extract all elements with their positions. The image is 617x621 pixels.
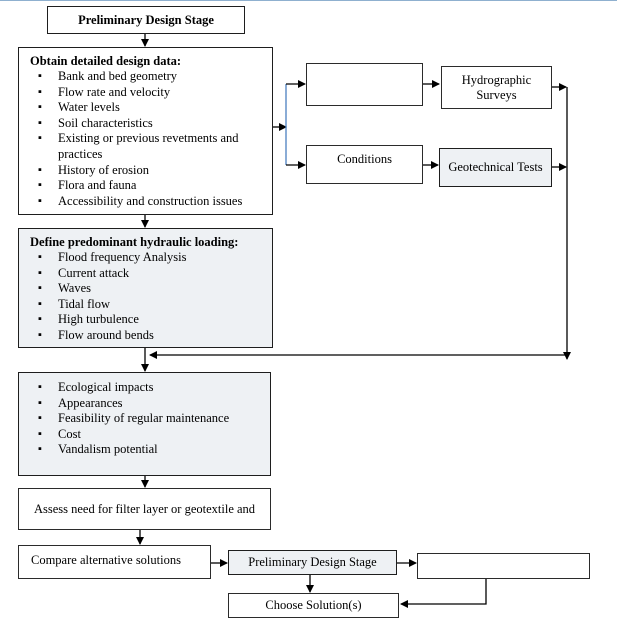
geotechnical-tests-label: Geotechnical Tests xyxy=(448,160,543,174)
hydraulic-item: Flood frequency Analysis xyxy=(30,250,266,266)
top-border xyxy=(0,0,617,1)
consideration-item: Appearances xyxy=(30,396,264,412)
hydrographic-surveys-box: Hydrographic Surveys xyxy=(441,66,552,109)
considerations-list: Ecological impacts Appearances Feasibili… xyxy=(30,380,264,458)
conditions-label: Conditions xyxy=(337,152,392,166)
consideration-item: Ecological impacts xyxy=(30,380,264,396)
hydraulic-item: Current attack xyxy=(30,266,266,282)
filter-layer-box: Assess need for filter layer or geotexti… xyxy=(18,488,271,530)
choose-solutions-box: Choose Solution(s) xyxy=(228,593,399,618)
design-data-item: Accessibility and construction issues xyxy=(30,194,266,210)
hydraulic-item: Waves xyxy=(30,281,266,297)
choose-solutions-label: Choose Solution(s) xyxy=(265,598,362,612)
hydraulic-loading-box: Define predominant hydraulic loading: Fl… xyxy=(18,228,273,348)
preliminary-design-stage-box-2: Preliminary Design Stage xyxy=(228,550,397,575)
considerations-box: Ecological impacts Appearances Feasibili… xyxy=(18,372,271,476)
empty-box xyxy=(306,63,423,106)
design-data-item: History of erosion xyxy=(30,163,266,179)
design-data-item: Flow rate and velocity xyxy=(30,85,266,101)
hydraulic-loading-title: Define predominant hydraulic loading: xyxy=(30,235,239,249)
design-data-item: Existing or previous revetments and prac… xyxy=(30,131,266,162)
design-data-box: Obtain detailed design data: Bank and be… xyxy=(18,47,273,215)
compare-solutions-label: Compare alternative solutions xyxy=(31,553,181,567)
hydraulic-item: Flow around bends xyxy=(30,328,266,344)
design-data-item: Soil characteristics xyxy=(30,116,266,132)
consideration-item: Cost xyxy=(30,427,264,443)
design-data-title: Obtain detailed design data: xyxy=(30,54,182,68)
hydrographic-surveys-label: Hydrographic Surveys xyxy=(461,72,532,102)
design-data-item: Bank and bed geometry xyxy=(30,69,266,85)
hydraulic-item: Tidal flow xyxy=(30,297,266,313)
consideration-item: Vandalism potential xyxy=(30,442,264,458)
filter-layer-label: Assess need for filter layer or geotexti… xyxy=(33,501,256,516)
design-data-item: Flora and fauna xyxy=(30,178,266,194)
blank-box xyxy=(417,553,590,579)
design-data-item: Water levels xyxy=(30,100,266,116)
hydraulic-item: High turbulence xyxy=(30,312,266,328)
preliminary-design-stage-label-2: Preliminary Design Stage xyxy=(248,555,377,569)
design-data-list: Bank and bed geometry Flow rate and velo… xyxy=(30,69,266,209)
preliminary-design-stage-label: Preliminary Design Stage xyxy=(78,12,214,27)
geotechnical-tests-box: Geotechnical Tests xyxy=(439,148,552,187)
consideration-item: Feasibility of regular maintenance xyxy=(30,411,264,427)
compare-solutions-box: Compare alternative solutions xyxy=(18,545,211,579)
arrow-blank-to-choose xyxy=(400,579,487,608)
conditions-box: Conditions xyxy=(306,145,423,184)
hydraulic-loading-list: Flood frequency Analysis Current attack … xyxy=(30,250,266,344)
preliminary-design-stage-box: Preliminary Design Stage xyxy=(47,6,245,34)
